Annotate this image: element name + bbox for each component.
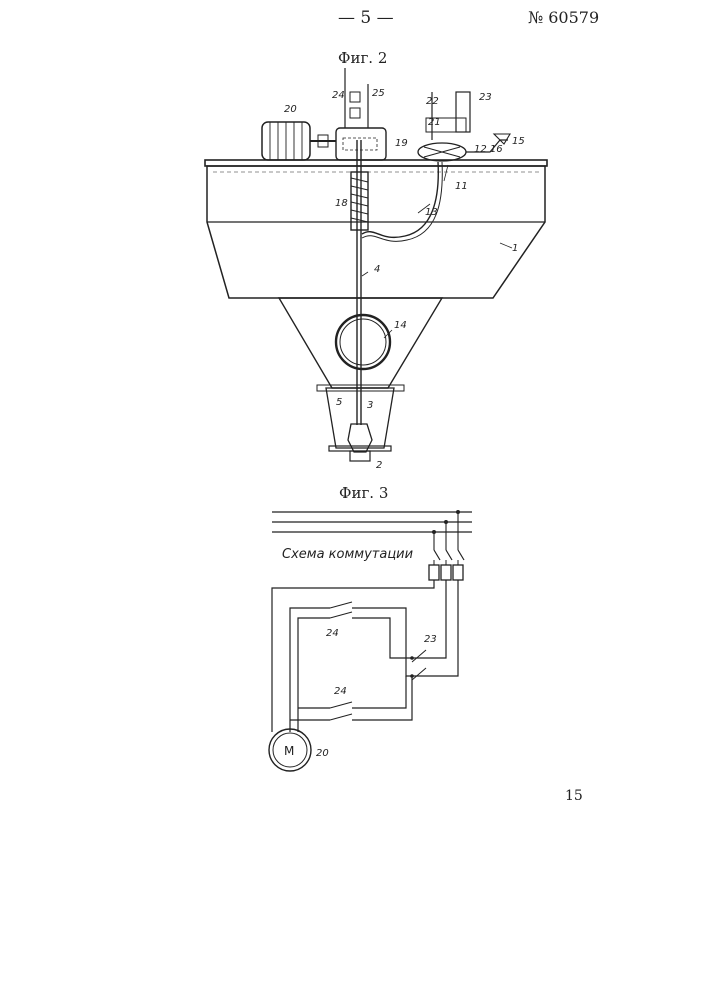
sight-window-14 <box>336 315 390 369</box>
lower-loop-b <box>352 676 406 708</box>
lower-loop-a <box>352 676 412 720</box>
phase-2-wire <box>428 580 446 658</box>
pipe-13-edge <box>362 162 442 241</box>
hopper-body <box>207 166 545 298</box>
junction-3 <box>456 510 460 514</box>
funnel-15 <box>494 134 510 144</box>
phase-1-wire <box>272 580 434 732</box>
top-plate <box>205 160 547 166</box>
label-21: 21 <box>428 117 441 128</box>
label-15: 15 <box>512 136 525 147</box>
phase-3-wire <box>428 580 458 676</box>
junction-2 <box>444 520 448 524</box>
label-20: 20 <box>316 748 329 759</box>
label-22: 22 <box>426 96 439 107</box>
sight-window-inner <box>340 319 386 365</box>
spring-coils <box>351 178 368 222</box>
label-25: 25 <box>372 88 385 99</box>
label-4: 4 <box>374 264 380 275</box>
label-24-upper: 24 <box>326 628 339 639</box>
switch-24-lower-blades <box>330 702 352 720</box>
label-12-16: 12 16 <box>474 144 503 155</box>
label-13: 13 <box>425 207 438 218</box>
junction-1 <box>432 530 436 534</box>
gearbox-internal <box>343 138 377 150</box>
fuse-2 <box>441 565 451 580</box>
upper-loop-a <box>352 618 412 658</box>
label-11: 11 <box>455 181 468 192</box>
switch-24-lower <box>350 108 360 118</box>
label-24: 24 <box>332 90 345 101</box>
label-5: 5 <box>336 397 342 408</box>
motor-letter: М <box>284 744 294 758</box>
label-3: 3 <box>367 400 373 411</box>
fuse-1 <box>429 565 439 580</box>
label-1: 1 <box>512 243 518 254</box>
diaphragm-cross <box>424 147 460 157</box>
motor-ribs <box>270 122 302 160</box>
label-14: 14 <box>394 320 407 331</box>
leader-4 <box>362 272 368 276</box>
fuse-3 <box>453 565 463 580</box>
pipe-13 <box>362 162 438 237</box>
relay-23 <box>456 92 470 132</box>
label-24-lower: 24 <box>334 686 347 697</box>
figure-3-schematic: М 24 23 24 20 <box>269 510 472 771</box>
upper-to-motor-1 <box>290 608 330 732</box>
label-2: 2 <box>376 460 382 471</box>
label-23: 23 <box>424 634 437 645</box>
main-switch <box>434 550 464 560</box>
figure-2-drawing: 20 24 25 19 22 23 21 12 16 15 11 18 13 1… <box>205 68 547 471</box>
switch-24-upper-blades <box>330 602 352 618</box>
switch-24-upper <box>350 92 360 102</box>
label-18: 18 <box>335 198 348 209</box>
leader-1 <box>500 243 512 248</box>
label-20: 20 <box>284 104 297 115</box>
label-19: 19 <box>395 138 408 149</box>
label-23: 23 <box>479 92 492 103</box>
leader-11 <box>444 165 448 181</box>
